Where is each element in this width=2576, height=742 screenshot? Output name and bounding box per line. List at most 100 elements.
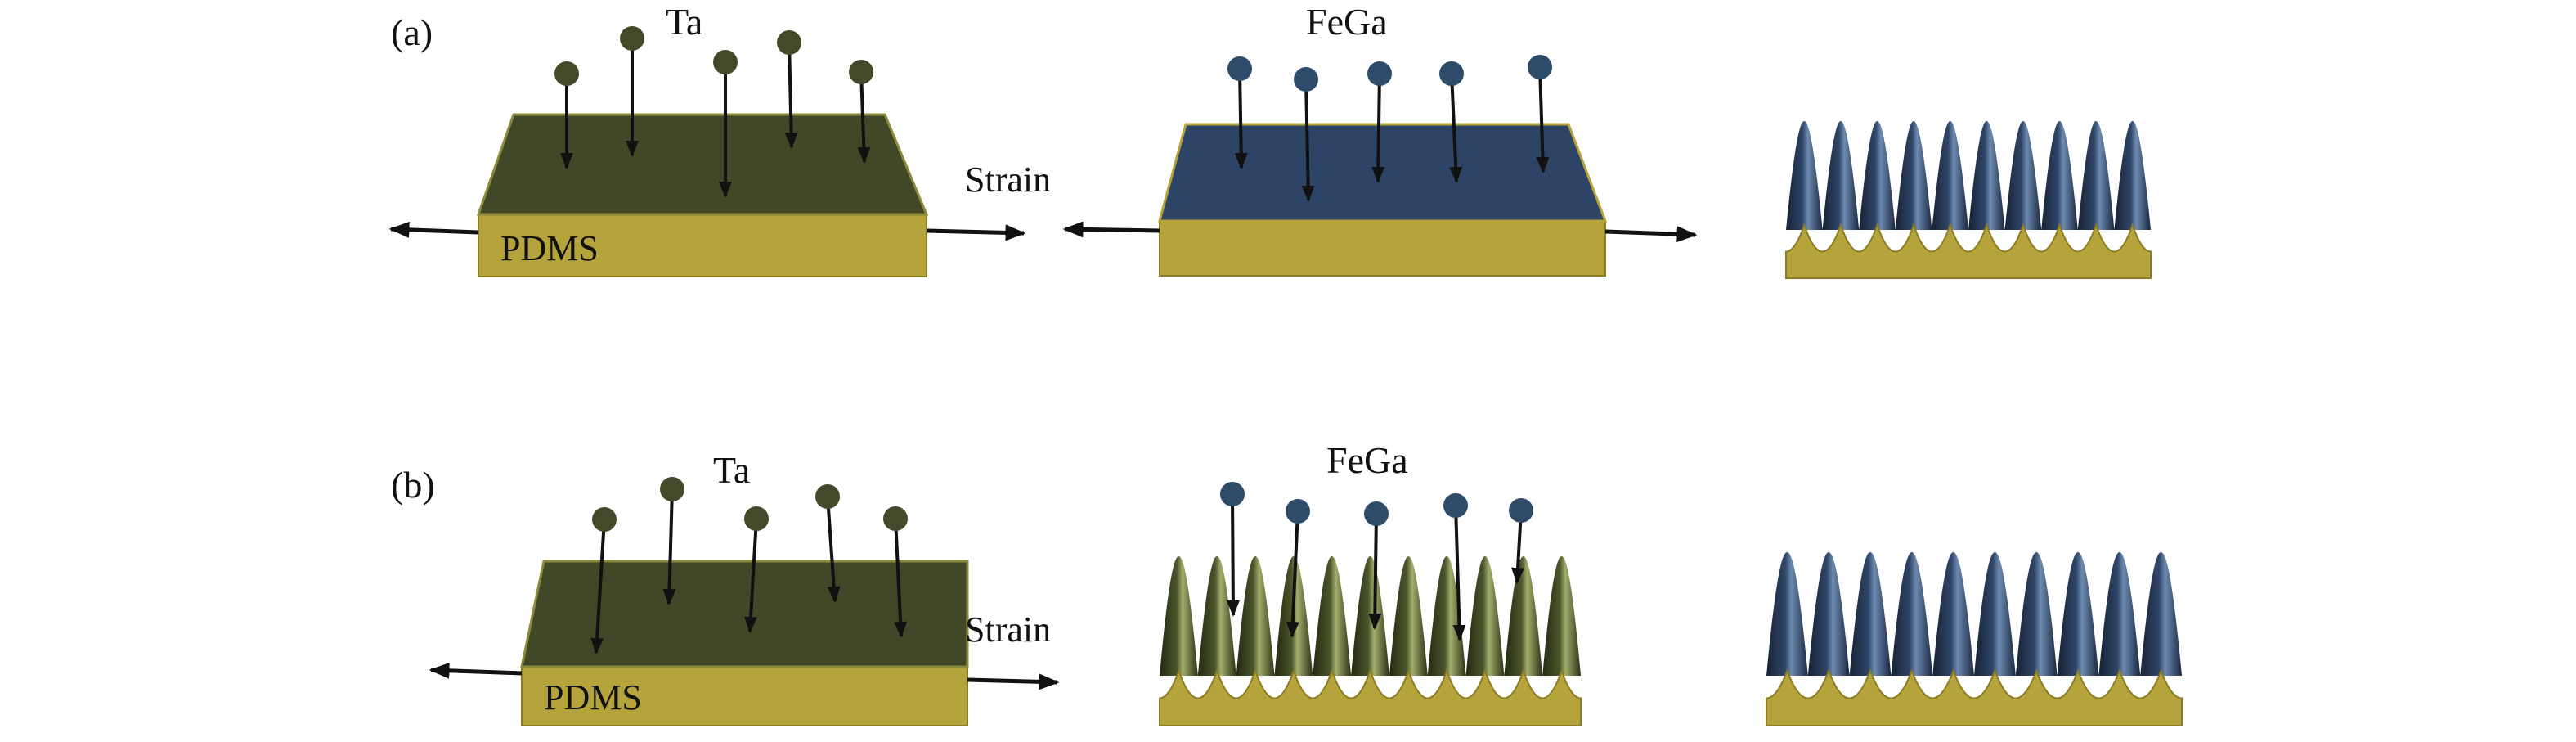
fega-atom-icon [1443, 493, 1468, 518]
panel-a-step1-ta-deposition: PDMS Ta Strain [388, 1, 1051, 277]
ta-atom-flux [590, 477, 908, 654]
fega-atom-icon [1509, 498, 1533, 523]
ta-atom-icon [592, 507, 617, 532]
panel-b-label: (b) [391, 464, 435, 506]
ta-atom-icon [777, 30, 801, 55]
pdms-substrate-wrinkled [1766, 668, 2183, 726]
panel-a-step3-wrinkled-film [1785, 121, 2152, 279]
film-ridge [1932, 121, 1968, 230]
film-ridge [1807, 552, 1850, 676]
panel-b-step3-wrinkled-film [1766, 552, 2183, 726]
film-ridge [1160, 556, 1198, 676]
film-ridge [1197, 556, 1236, 676]
ta-atom-icon [815, 484, 840, 509]
strain-arrow-left [429, 662, 523, 679]
film-ridge [1542, 556, 1581, 676]
fega-atom-flux [1220, 482, 1533, 641]
strain-label: Strain [965, 160, 1051, 200]
fega-atom-icon [1528, 55, 1552, 79]
fega-atom-icon [1439, 61, 1464, 86]
pdms-substrate [521, 666, 968, 726]
film-ridge [2041, 121, 2078, 230]
ta-atom-arrow [744, 518, 758, 633]
fega-film [1158, 123, 1608, 223]
fega-atom-arrow [1226, 493, 1240, 617]
film-ridge [1849, 552, 1892, 676]
fega-atom-arrow [1368, 513, 1382, 630]
strain-arrow-right [967, 673, 1060, 690]
film-ridge [2004, 121, 2042, 230]
panel-b: (b) PDMS Ta Strain [391, 439, 2183, 726]
fega-atom-arrow [1234, 68, 1248, 169]
substrate-label: PDMS [500, 228, 599, 268]
ta-atom-icon [744, 506, 769, 531]
ta-atom-arrow [826, 496, 841, 603]
fega-atom-arrow [1301, 79, 1315, 202]
strain-label: Strain [965, 609, 1051, 650]
ta-film [520, 560, 969, 668]
film-ridge [1932, 552, 1974, 676]
panel-b-step2-fega-deposition: FeGa [1159, 439, 1582, 726]
film-ridge [1504, 556, 1543, 676]
fega-atom-arrow [1452, 505, 1466, 641]
ta-atom-arrow [784, 42, 798, 149]
wrinkled-ta-film [1159, 556, 1582, 726]
fega-atom-icon [1294, 67, 1318, 92]
film-ridge [1313, 556, 1352, 676]
film-ridge [2140, 552, 2182, 676]
fega-atom-arrow [1286, 510, 1299, 638]
panel-b-step1-ta-deposition: PDMS Ta Strain [429, 449, 1060, 726]
film-ridge [2015, 552, 2058, 676]
film-ridge [1236, 556, 1275, 676]
fega-atom-icon [1227, 56, 1252, 81]
ta-atom-icon [849, 60, 873, 84]
film-ridge [2114, 121, 2151, 230]
film-ridge [1822, 121, 1860, 230]
substrate-label: PDMS [544, 677, 642, 717]
ta-atom-icon [660, 477, 684, 501]
pdms-substrate [1159, 220, 1606, 277]
pdms-substrate-wrinkled [1785, 222, 2152, 279]
film-ridge [1968, 121, 2005, 230]
film-ridge [2057, 552, 2099, 676]
film-ridge [1351, 556, 1389, 676]
panel-a-label: (a) [391, 11, 433, 53]
pdms-substrate [478, 214, 927, 277]
fega-atom-flux [1227, 55, 1552, 202]
material-label-ta: Ta [666, 1, 702, 43]
wrinkled-fega-film [1766, 552, 2183, 726]
ta-atom-icon [620, 26, 644, 51]
strain-arrow-left [1062, 221, 1160, 238]
fega-atom-icon [1286, 499, 1310, 524]
ta-atom-flux [554, 26, 873, 198]
fega-atom-icon [1367, 61, 1392, 86]
ta-atom-arrow [662, 488, 676, 605]
film-ridge [1859, 121, 1896, 230]
film-ridge [1974, 552, 2016, 676]
fega-atom-arrow [1536, 66, 1550, 173]
fega-atom-icon [1220, 482, 1245, 506]
film-ridge [1427, 556, 1466, 676]
panel-a-step2-fega-deposition: FeGa [1062, 1, 1698, 277]
strain-arrow-right [926, 224, 1026, 241]
ta-film [476, 113, 929, 216]
film-ridge [1465, 556, 1505, 676]
material-label-ta: Ta [713, 449, 750, 491]
fega-atom-icon [1364, 501, 1389, 526]
film-ridge [2098, 552, 2141, 676]
film-ridge [1766, 552, 1808, 676]
material-label-fega: FeGa [1306, 1, 1388, 43]
ta-atom-icon [883, 506, 908, 531]
fega-atom-arrow [1371, 73, 1385, 183]
ta-atom-icon [713, 50, 738, 74]
fega-atom-arrow [1449, 73, 1463, 183]
ta-atom-arrow [894, 518, 908, 638]
film-ridge [2077, 121, 2115, 230]
film-ridge [1891, 552, 1933, 676]
pdms-substrate-wrinkled [1159, 668, 1582, 726]
film-ridge [1389, 556, 1428, 676]
film-ridge [1895, 121, 1932, 230]
wrinkled-fega-film [1785, 121, 2152, 279]
panel-a: (a) PDMS Ta Strain [388, 1, 2152, 279]
